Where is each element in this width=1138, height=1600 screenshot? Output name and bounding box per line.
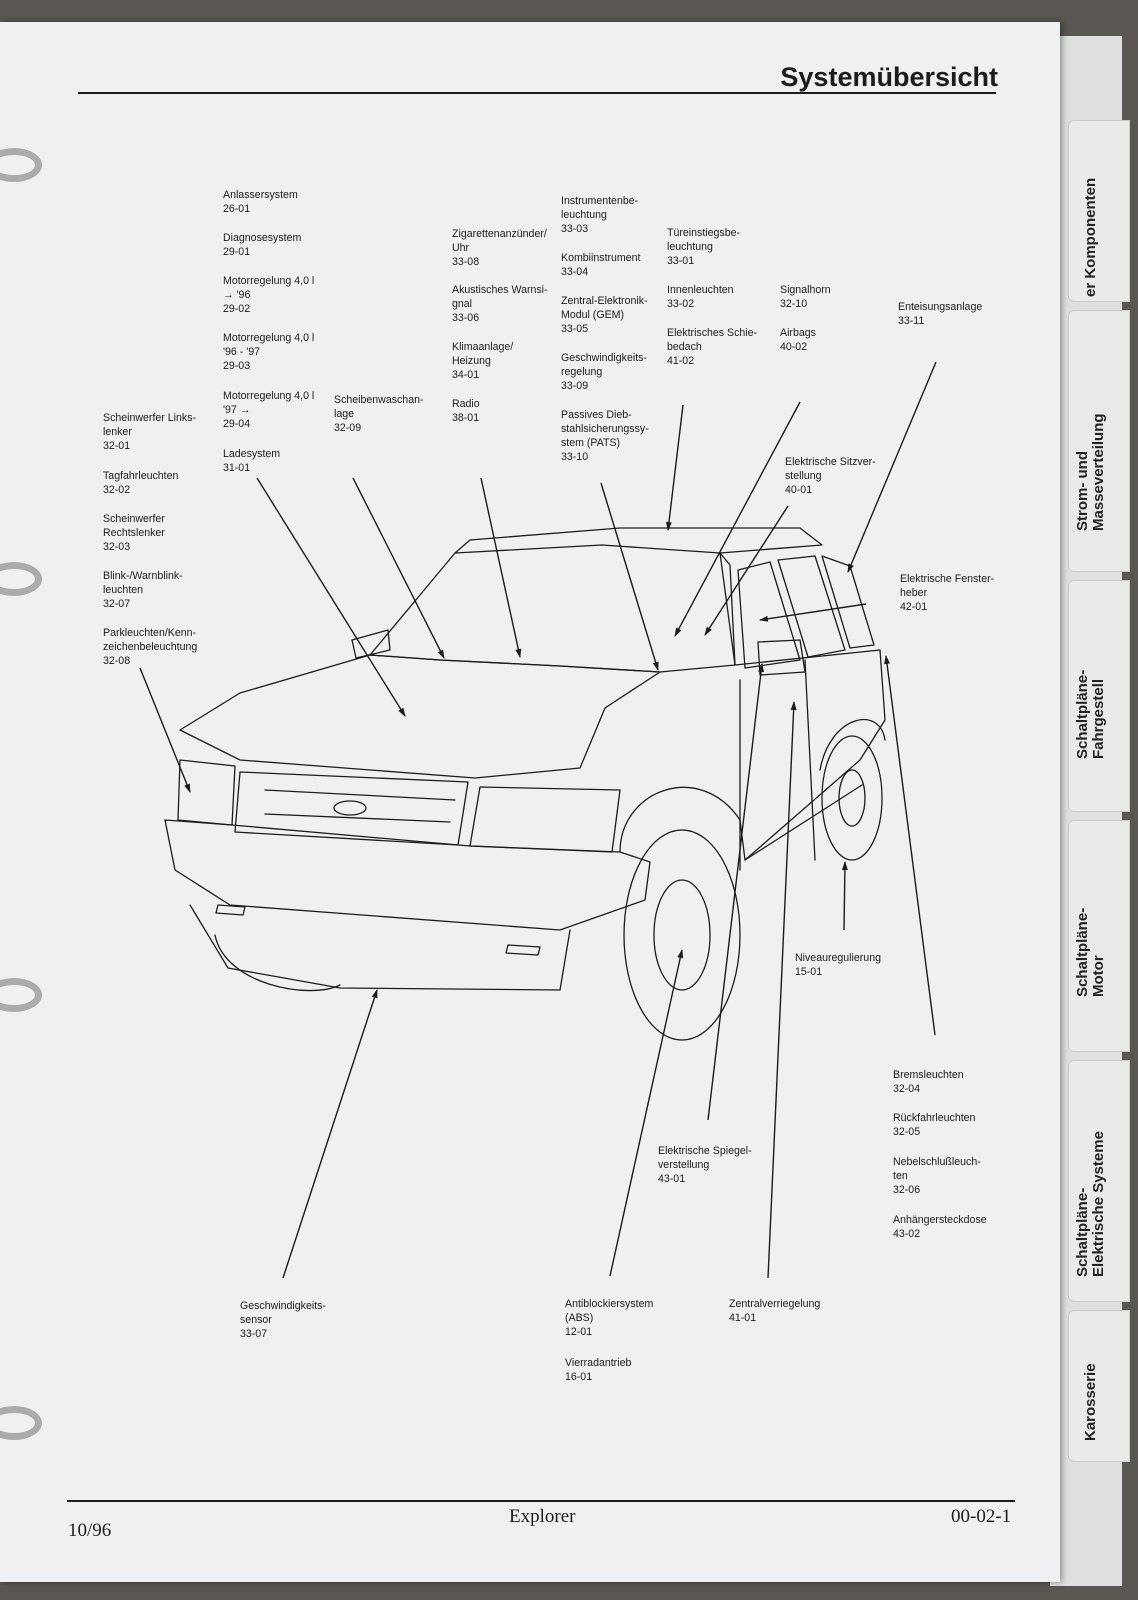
label-blink-warnblinkleuchten: Blink-/Warnblink- leuchten 32-07 [103, 570, 183, 610]
label-motorregelung-96: Motorregelung 4,0 l → '96 29-02 [223, 275, 315, 315]
roof-outline [454, 527, 823, 554]
label-antiblockiersystem: Antiblockiersystem (ABS) 12-01 [565, 1298, 654, 1338]
label-rueckfahrleuchten: Rückfahrleuchten 32-05 [893, 1112, 976, 1138]
grille-emblem [333, 800, 367, 816]
label-signalhorn: Signalhorn 32-10 [780, 284, 831, 310]
label-zentral-elektronik-modul: Zentral-Elektronik- Modul (GEM) 33-05 [561, 295, 648, 335]
tab-schaltplaene-motor[interactable]: Schaltpläne- Motor [1068, 820, 1130, 1052]
label-pats: Passives Dieb- stahlsicherungssy- stem (… [561, 409, 649, 463]
front-wheel-rim [653, 879, 711, 991]
left-mirror [351, 629, 391, 659]
header-rule [78, 92, 996, 94]
label-motorregelung-97: Motorregelung 4,0 l '97 → 29-04 [223, 390, 315, 430]
binder-ring [0, 978, 42, 1012]
rear-wheel-rim [838, 769, 866, 827]
label-scheibenwaschanlage: Scheibenwaschan- lage 32-09 [334, 394, 424, 434]
label-tuereinstiegsbeleuchtung: Türeinstiegsbe- leuchtung 33-01 [667, 227, 741, 267]
footer-page-number: 00-02-1 [951, 1506, 1012, 1527]
grille-bar [264, 789, 456, 823]
fog-light-right [505, 944, 541, 956]
door-window-front [737, 561, 801, 669]
label-geschwindigkeitssensor: Geschwindigkeits- sensor 33-07 [240, 1300, 326, 1340]
grille-outline [234, 771, 469, 846]
label-radio: Radio 38-01 [452, 398, 480, 424]
label-niveauregulierung: Niveauregulierung 15-01 [795, 952, 881, 978]
hood-outline [179, 654, 661, 779]
door-line [739, 659, 816, 871]
tab-strom-masseverteilung[interactable]: Strom- und Masseverteilung [1068, 310, 1130, 572]
label-elektrisches-schiebedach: Elektrisches Schie- bedach 41-02 [667, 327, 758, 367]
label-ladesystem: Ladesystem 31-01 [223, 448, 281, 474]
rear-fender-arch [819, 719, 886, 771]
label-klimaanlage: Klimaanlage/ Heizung 34-01 [452, 341, 514, 381]
callout-arrows [139, 361, 937, 1279]
lower-valance [189, 904, 571, 991]
label-vierradantrieb: Vierradantrieb 16-01 [565, 1357, 632, 1383]
rear-wheel [821, 735, 883, 861]
label-elektrische-sitzverstellung: Elektrische Sitzver- stellung 40-01 [785, 456, 876, 496]
tab-schaltplaene-fahrgestell[interactable]: Schaltpläne- Fahrgestell [1068, 580, 1130, 812]
label-enteisungsanlage: Enteisungsanlage 33-11 [898, 301, 983, 327]
tab-schaltplaene-elektrische-systeme[interactable]: Schaltpläne- Elektrische Systeme [1068, 1060, 1130, 1302]
footer-date: 10/96 [68, 1520, 112, 1541]
fog-light-left [215, 904, 246, 916]
label-elektrische-fensterheber: Elektrische Fenster- heber 42-01 [900, 573, 995, 613]
a-pillar [719, 552, 736, 666]
tab-komponenten[interactable]: er Komponenten [1068, 120, 1130, 302]
footer-rule [67, 1500, 1015, 1502]
label-scheinwerfer-rechtslenker: Scheinwerfer Rechtslenker 32-03 [103, 513, 165, 553]
binder-ring [0, 148, 42, 182]
label-anhaengersteckdose: Anhängersteckdose 43-02 [893, 1214, 987, 1240]
label-geschwindigkeitsregelung: Geschwindigkeits- regelung 33-09 [561, 352, 647, 392]
front-bumper [164, 819, 651, 931]
manual-page [0, 22, 1060, 1582]
headlight-right [469, 786, 621, 853]
label-zentralverriegelung: Zentralverriegelung 41-01 [729, 1298, 821, 1324]
headlight-left [177, 759, 236, 826]
label-airbags: Airbags 40-02 [780, 327, 816, 353]
label-diagnosesystem: Diagnosesystem 29-01 [223, 232, 302, 258]
side-mirror [757, 639, 806, 676]
label-motorregelung-96-97: Motorregelung 4,0 l '96 - '97 29-03 [223, 332, 315, 372]
body-side [734, 649, 886, 861]
label-innenleuchten: Innenleuchten 33-02 [667, 284, 734, 310]
label-anlassersystem: Anlassersystem 26-01 [223, 189, 298, 215]
label-scheinwerfer-linkslenker: Scheinwerfer Links- lenker 32-01 [103, 412, 197, 452]
label-parkleuchten: Parkleuchten/Kenn- zeichenbeleuchtung 32… [103, 627, 198, 667]
quarter-window [821, 555, 875, 649]
label-zigarettenanzuender: Zigarettenanzünder/ Uhr 33-08 [452, 228, 547, 268]
windshield-outline [369, 544, 736, 673]
label-elektrische-spiegelverstellung: Elektrische Spiegel- verstellung 43-01 [658, 1145, 752, 1185]
footer-model: Explorer [509, 1506, 576, 1527]
label-akustisches-warnsignal: Akustisches Warnsi- gnal 33-06 [452, 284, 548, 324]
tab-karosserie[interactable]: Karosserie [1068, 1310, 1130, 1462]
label-nebelschlussleuchten: Nebelschlußleuch- ten 32-06 [893, 1156, 981, 1196]
front-wheel-left [214, 934, 341, 992]
label-tagfahrleuchten: Tagfahrleuchten 32-02 [103, 470, 179, 496]
page-title: Systemübersicht [780, 62, 998, 92]
rocker-line [744, 784, 863, 861]
front-wheel-right [623, 829, 741, 1041]
front-fender-arch [619, 786, 741, 853]
door-window-rear [777, 555, 846, 658]
label-bremsleuchten: Bremsleuchten 32-04 [893, 1069, 964, 1095]
binder-ring [0, 562, 42, 596]
binder-ring [0, 1406, 42, 1440]
label-instrumentenbeleuchtung: Instrumentenbe- leuchtung 33-03 [561, 195, 639, 235]
label-kombiinstrument: Kombiinstrument 33-04 [561, 252, 641, 278]
